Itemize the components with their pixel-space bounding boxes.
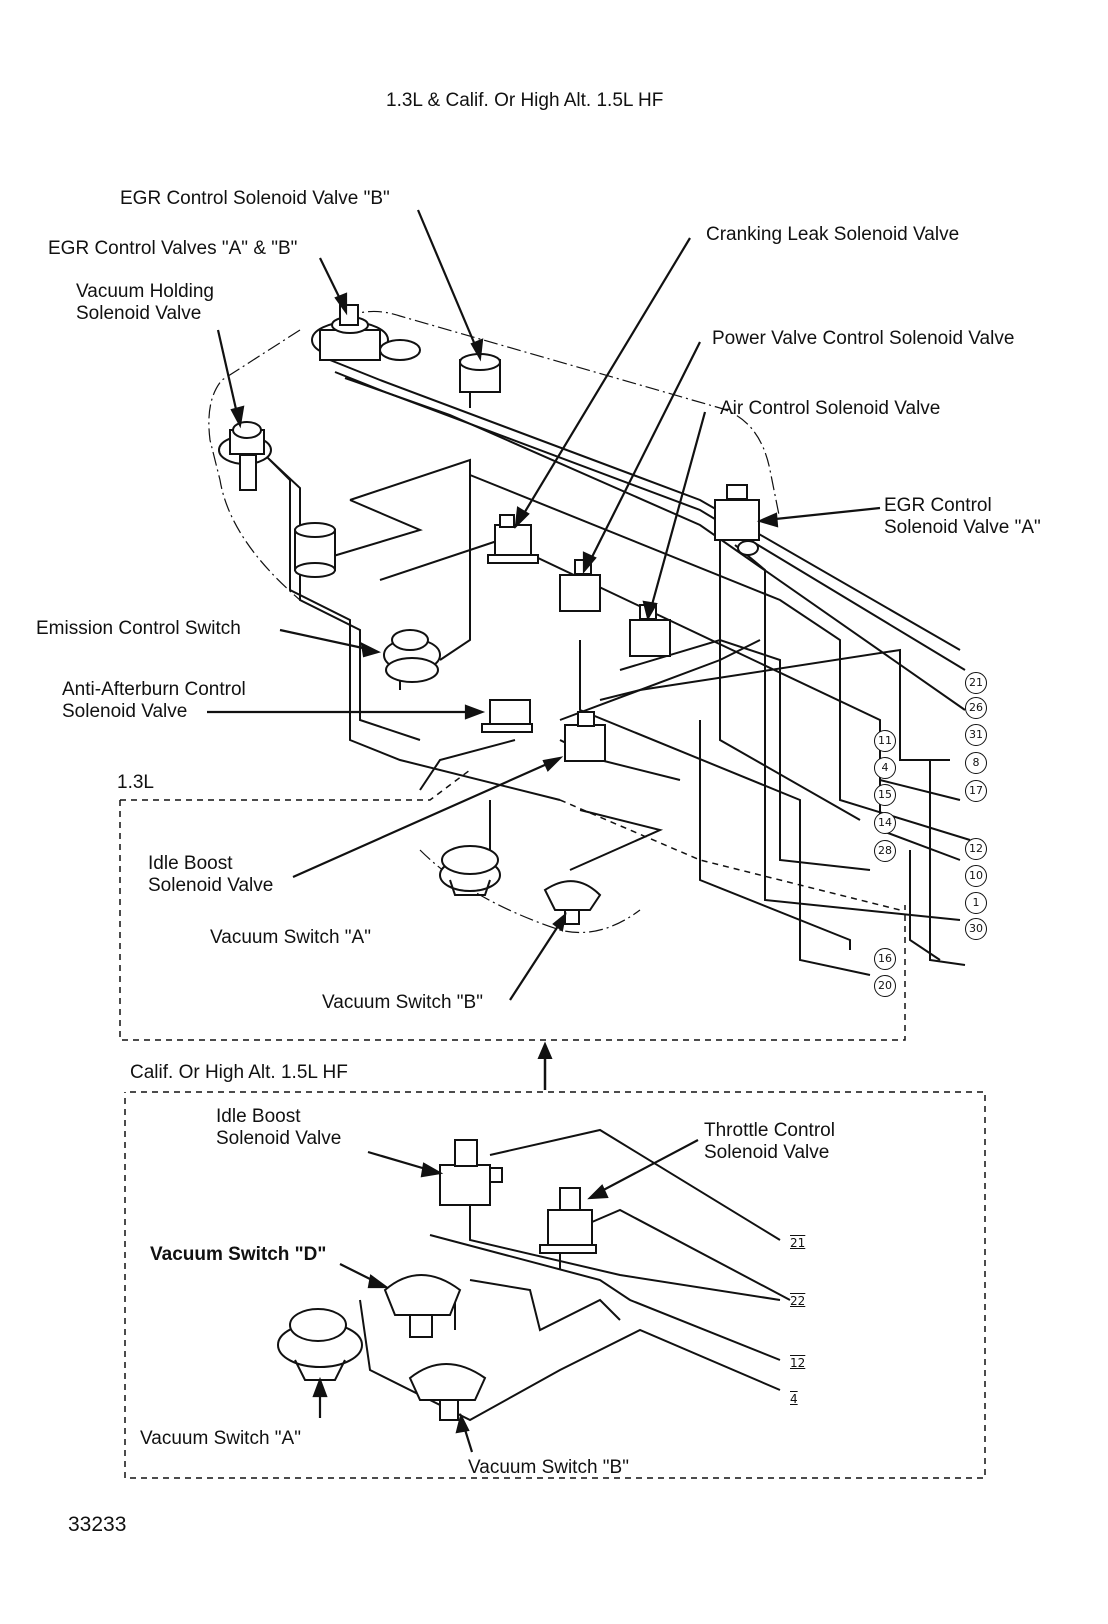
label-throttle-control-line2: Solenoid Valve <box>704 1142 830 1163</box>
component-anti-afterburn-solenoid <box>481 699 533 733</box>
component-vacuum-switch-a-15l <box>277 1308 363 1381</box>
leader-arrows-15l <box>312 1139 699 1453</box>
engine-outline-left <box>208 329 301 601</box>
label-idle-boost-15l-line1: Idle Boost <box>216 1106 301 1127</box>
label-power-valve: Power Valve Control Solenoid Valve <box>712 328 1015 349</box>
label-vacuum-holding-line2: Solenoid Valve <box>76 303 202 324</box>
label-section-15l: Calif. Or High Alt. 1.5L HF <box>130 1062 348 1083</box>
label-emission-switch: Emission Control Switch <box>36 618 241 639</box>
connector-pin-20: 20 <box>874 975 896 997</box>
label-cranking-leak: Cranking Leak Solenoid Valve <box>706 224 960 245</box>
label-air-control: Air Control Solenoid Valve <box>720 398 941 419</box>
connector-pin-16: 16 <box>874 948 896 970</box>
component-vacuum-switch-d <box>383 1274 462 1338</box>
component-idle-boost-solenoid-15l <box>439 1139 503 1206</box>
component-power-valve-solenoid <box>559 559 601 612</box>
label-anti-afterburn-line2: Solenoid Valve <box>62 701 188 722</box>
connector-pin-15l-12: 12 <box>790 1356 806 1370</box>
connector-pin-31: 31 <box>965 724 987 746</box>
component-air-control-solenoid <box>629 604 671 657</box>
label-egr-solenoid-a-line2: Solenoid Valve "A" <box>884 517 1041 538</box>
label-idle-boost-line2: Solenoid Valve <box>148 875 274 896</box>
component-egr-solenoid-a <box>714 484 760 556</box>
component-main-canister <box>294 522 336 578</box>
component-vacuum-switch-b-main <box>543 880 602 925</box>
hoses-main <box>259 359 971 976</box>
connector-pin-10: 10 <box>965 865 987 887</box>
component-egr-solenoid-b <box>459 353 501 408</box>
diagram-title: 1.3L & Calif. Or High Alt. 1.5L HF <box>386 90 664 111</box>
connector-pin-1: 1 <box>965 892 987 914</box>
connector-pin-11: 11 <box>874 730 896 752</box>
label-vacuum-switch-b-15l: Vacuum Switch "B" <box>468 1457 629 1478</box>
label-vacuum-switch-d: Vacuum Switch "D" <box>150 1244 327 1265</box>
connector-pin-4: 4 <box>874 757 896 779</box>
label-vacuum-switch-b-main: Vacuum Switch "B" <box>322 992 483 1013</box>
connector-pin-15l-21: 21 <box>790 1236 806 1250</box>
connector-pin-30: 30 <box>965 918 987 940</box>
label-vacuum-switch-a-15l: Vacuum Switch "A" <box>140 1428 301 1449</box>
label-section-13l: 1.3L <box>117 772 154 793</box>
leader-arrows-main <box>207 209 881 1001</box>
component-egr-valves-ab <box>311 304 421 361</box>
label-idle-boost-line1: Idle Boost <box>148 853 233 874</box>
figure-number: 33233 <box>68 1513 127 1536</box>
connector-pin-15: 15 <box>874 784 896 806</box>
component-vacuum-switch-b-15l <box>408 1363 487 1421</box>
component-throttle-control-solenoid <box>539 1187 597 1254</box>
connector-pin-8: 8 <box>965 752 987 774</box>
component-vacuum-holding-solenoid <box>218 421 272 491</box>
label-egr-solenoid-b: EGR Control Solenoid Valve "B" <box>120 188 390 209</box>
connector-pin-15l-22: 22 <box>790 1294 806 1308</box>
connector-pin-14: 14 <box>874 812 896 834</box>
label-idle-boost-15l-line2: Solenoid Valve <box>216 1128 342 1149</box>
label-vacuum-switch-a-main: Vacuum Switch "A" <box>210 927 371 948</box>
engine-outline <box>344 310 781 521</box>
connector-pin-15l-4: 4 <box>790 1392 798 1406</box>
component-cranking-leak-solenoid <box>487 514 539 564</box>
connector-pin-21: 21 <box>965 672 987 694</box>
label-anti-afterburn-line1: Anti-Afterburn Control <box>62 679 246 700</box>
box-13l <box>119 769 906 1041</box>
connector-pin-26: 26 <box>965 697 987 719</box>
connector-pin-17: 17 <box>965 780 987 802</box>
label-vacuum-holding-line1: Vacuum Holding <box>76 281 215 302</box>
engine-outline-lower <box>419 849 641 934</box>
hoses-15l <box>359 1128 791 1422</box>
component-idle-boost-solenoid-main <box>564 711 606 762</box>
component-emission-control-switch <box>383 629 441 690</box>
label-egr-valves-ab: EGR Control Valves "A" & "B" <box>48 238 298 259</box>
label-throttle-control-line1: Throttle Control <box>704 1120 835 1141</box>
connector-pin-28: 28 <box>874 840 896 862</box>
connector-pin-12: 12 <box>965 838 987 860</box>
component-vacuum-switch-a-main <box>439 845 501 896</box>
arrow-up-head <box>537 1041 553 1059</box>
label-egr-solenoid-a-line1: EGR Control <box>884 495 992 516</box>
